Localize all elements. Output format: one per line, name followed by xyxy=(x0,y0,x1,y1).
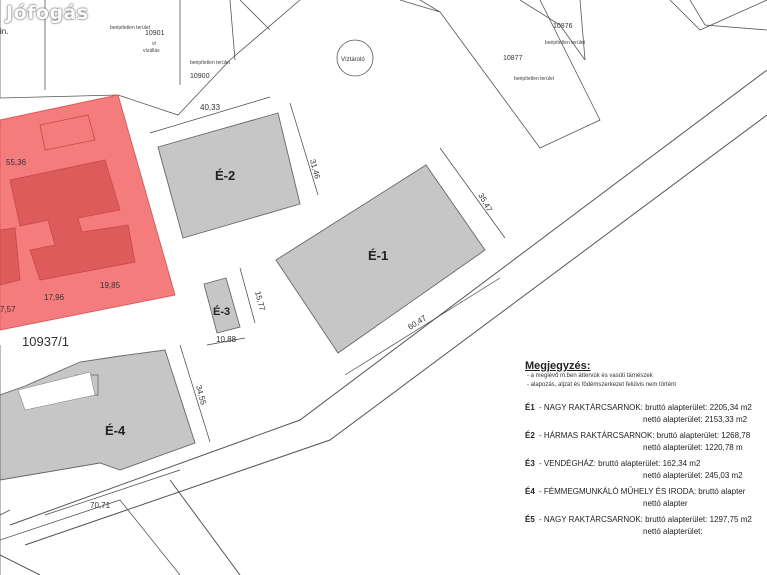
water-tank-icon xyxy=(336,39,374,77)
parcel-label: vízállás xyxy=(143,48,160,54)
highlighted-buildings xyxy=(0,114,136,286)
building-e2 xyxy=(157,112,301,239)
entry-text: - NAGY RAKTÁRCSARNOK: bruttó alapterület… xyxy=(539,403,752,412)
watermark-logo: Jófogás xyxy=(6,2,89,24)
dimension-label: 17,96 xyxy=(44,293,65,302)
parcel-label-main: 10937/1 xyxy=(22,334,69,349)
legend-entry-e3: É3 - VENDÉGHÁZ: bruttó alapterület: 162,3… xyxy=(525,458,767,482)
legend-entry-e5: É5 - NAGY RAKTÁRCSARNOK: bruttó alapterül… xyxy=(525,514,767,538)
entry-code: É5 xyxy=(525,515,535,524)
entry-net: nettó alapterület: 1220,78 m xyxy=(643,443,743,452)
dimension-label: 60,47 xyxy=(406,313,428,332)
notes-line: - a meglévő m.ben áttervük és vasúti tár… xyxy=(527,373,653,379)
notes-line: - alapozás, aljzat és födémszerkezet fel… xyxy=(527,382,677,388)
parcel-label: 10900 xyxy=(190,73,210,80)
dimension-label: 70,71 xyxy=(90,501,111,510)
building-e4-white xyxy=(17,371,96,411)
legend-notes: Megjegyzés: - a meglévő m.ben áttervük é… xyxy=(525,360,767,538)
legend-entry-e4: É4 - FÉMMEGMUNKÁLÓ MŰHELY ÉS IRODA: brutt… xyxy=(525,486,767,510)
road xyxy=(0,69,767,575)
entry-net: nettó alapterület: xyxy=(643,527,703,536)
dimension-label: 10,88 xyxy=(216,335,237,344)
dimension-label: 40,33 xyxy=(200,103,221,112)
entry-net: nettó alapter xyxy=(643,499,688,508)
legend-entry-e2: É2 - HÁRMAS RAKTÁRCSARNOK: bruttó alapter… xyxy=(525,430,767,454)
small-note: beépítetlen terület xyxy=(545,40,586,46)
small-note: beépítetlen terület xyxy=(190,60,231,66)
dimension-label: 55,36 xyxy=(6,158,27,167)
entry-code: É2 xyxy=(525,431,535,440)
entry-net: nettó alapterület: 2153,33 m2 xyxy=(643,415,748,424)
dimension-label: 7,57 xyxy=(0,305,16,314)
building-label-e3: É-3 xyxy=(213,305,230,318)
building-label-e1: É-1 xyxy=(368,248,388,263)
parcel-label: vt xyxy=(152,41,157,47)
entry-text: - NAGY RAKTÁRCSARNOK: bruttó alapterület… xyxy=(539,515,752,524)
dimension-label: 35,47 xyxy=(476,192,494,214)
parcel-label: 10877 xyxy=(503,55,523,62)
dimension-label: 34,55 xyxy=(194,384,208,406)
dimension-label: 19,85 xyxy=(100,281,121,290)
building-e3 xyxy=(203,277,241,334)
small-note: beépítetlen terület xyxy=(110,25,151,31)
entry-net: nettó alapterület: 245,03 m2 xyxy=(643,471,743,480)
entry-text: - FÉMMEGMUNKÁLÓ MŰHELY ÉS IRODA: bruttó … xyxy=(539,487,746,496)
notes-title: Megjegyzés: xyxy=(525,360,591,372)
entry-text: - HÁRMAS RAKTÁRCSARNOK: bruttó alapterül… xyxy=(539,431,751,440)
entry-code: É3 xyxy=(525,459,535,468)
dimension-lines xyxy=(44,96,506,516)
entry-code: É4 xyxy=(525,487,535,496)
parcel-label: in. xyxy=(0,27,8,36)
entry-code: É1 xyxy=(525,403,535,412)
building-label-e4: É-4 xyxy=(105,423,126,438)
building-label-e2: É-2 xyxy=(215,168,235,183)
small-note: beépítetlen terület xyxy=(514,76,555,82)
building-e1 xyxy=(275,164,486,354)
legend-entry-e1: É1 - NAGY RAKTÁRCSARNOK: bruttó alapterül… xyxy=(525,402,767,426)
parcel-label: 10901 xyxy=(145,30,165,37)
building-e4 xyxy=(0,349,196,481)
parcel-label: 10876 xyxy=(553,23,573,30)
water-tank-label: Víztároló xyxy=(341,57,365,63)
dimension-label: 15,77 xyxy=(253,290,267,312)
entry-text: - VENDÉGHÁZ: bruttó alapterület: 162,34 … xyxy=(539,459,701,468)
